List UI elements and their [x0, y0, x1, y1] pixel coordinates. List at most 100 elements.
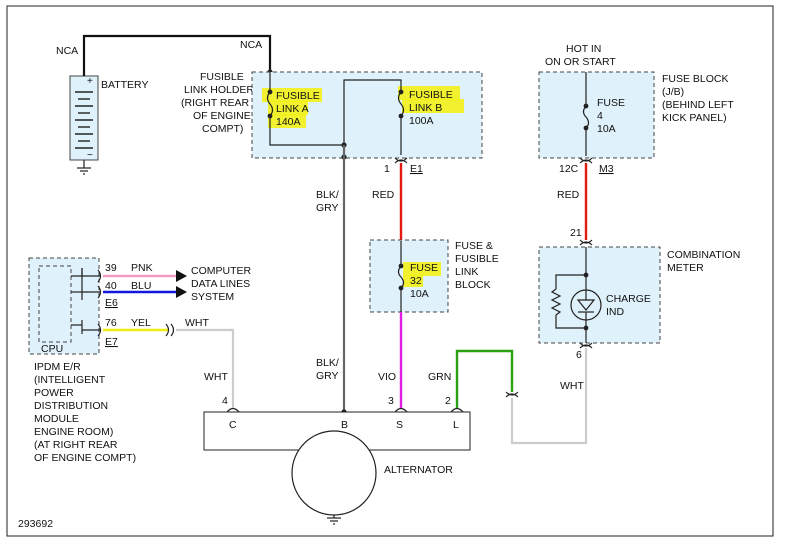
ffb-label-3: LINK: [455, 266, 478, 278]
blu-label: BLU: [131, 280, 151, 292]
ipdm-label-6: ENGINE ROOM): [34, 426, 113, 438]
grn-wire: [455, 349, 514, 408]
meter-pin-21: 21: [570, 227, 582, 239]
fuse32-label-1: FUSE: [410, 262, 438, 274]
fuse-fusible-link-block: FUSE 32 10A FUSE & FUSIBLE LINK BLOCK: [369, 239, 499, 313]
fb-label-2: (J/B): [662, 86, 684, 98]
charge-label-1: CHARGE: [606, 293, 651, 305]
wht-wire-ipdm: [176, 328, 235, 408]
battery: + − BATTERY: [69, 75, 148, 175]
fuse4-label-2: 4: [597, 110, 603, 122]
hot-label-2: ON OR START: [545, 56, 616, 68]
charge-label-2: IND: [606, 306, 625, 318]
pnk-label: PNK: [131, 262, 153, 274]
terminal-s: S: [396, 419, 403, 431]
ffb-label-4: BLOCK: [455, 279, 491, 291]
link-b-label-1: FUSIBLE: [409, 89, 453, 101]
fuse4-label-3: 10A: [597, 123, 616, 135]
wht-wire-meter: [510, 348, 588, 445]
alternator-icon: [291, 430, 377, 516]
nca-label-left: NCA: [56, 45, 78, 57]
wht-label-1: WHT: [185, 317, 209, 329]
fuse4-label-1: FUSE: [597, 97, 625, 109]
blk-gry-label-2: GRY: [316, 202, 339, 214]
system-label-3: SYSTEM: [191, 291, 234, 303]
fuse-block-box: [538, 71, 655, 159]
link-a-label-1: FUSIBLE: [276, 90, 320, 102]
pin-39: 39: [105, 262, 117, 274]
yel-label: YEL: [131, 317, 151, 329]
meter-pin-6: 6: [576, 349, 582, 361]
wht-label-2: WHT: [204, 371, 228, 383]
alt-pin-4: 4: [222, 395, 228, 407]
fuse32-label-2: 32: [410, 275, 422, 287]
fuse-32-icon: [397, 265, 405, 289]
connector-m3-icon: [579, 157, 593, 162]
svg-text:−: −: [87, 150, 93, 161]
alternator: 4 3 2 C B S L ALTERNATOR: [203, 395, 471, 525]
fusible-link-b-icon: [397, 91, 405, 117]
diagram-frame: [6, 5, 774, 537]
alt-pin-2: 2: [445, 395, 451, 407]
hot-label-1: HOT IN: [566, 43, 601, 55]
fusible-link-a-icon: [266, 91, 274, 117]
ffb-label-1: FUSE &: [455, 240, 493, 252]
vio-label: VIO: [378, 371, 396, 383]
ipdm-label-2: (INTELLIGENT: [34, 374, 106, 386]
link-b-label-3: 100A: [409, 115, 434, 127]
link-a-label-3: 140A: [276, 116, 301, 128]
arrow-blu-icon: [176, 286, 187, 298]
connector-e6-icon: [97, 269, 102, 283]
meter-label-2: METER: [667, 262, 704, 274]
terminal-l: L: [453, 419, 459, 431]
blk-gry-label-4: GRY: [316, 370, 339, 382]
ipdm-er: CPU IPDM E/R (INTELLIGENT POWER DISTRIBU…: [28, 257, 136, 464]
e1-connector: E1: [410, 163, 423, 175]
red-label-2: RED: [557, 189, 580, 201]
fuse-block-jb: HOT IN ON OR START FUSE 4 10A FUSE BLOCK…: [538, 43, 734, 175]
nca-wire: [82, 34, 272, 76]
flh-label-1: FUSIBLE: [200, 71, 244, 83]
e7-connector: E7: [105, 336, 118, 348]
grn-label: GRN: [428, 371, 451, 383]
m3-connector: M3: [599, 163, 614, 175]
link-b-label-2: LINK B: [409, 102, 442, 114]
ipdm-label-5: MODULE: [34, 413, 79, 425]
fb-label-4: KICK PANEL): [662, 112, 727, 124]
ipdm-label-8: OF ENGINE COMPT): [34, 452, 136, 464]
fusible-link-holder: FUSIBLE LINK HOLDER (RIGHT REAR OF ENGIN…: [181, 71, 483, 175]
blk-gry-label-3: BLK/: [316, 357, 339, 369]
ffb-label-2: FUSIBLE: [455, 253, 499, 265]
cpu-box: [38, 265, 72, 343]
m3-pin: 12C: [559, 163, 579, 175]
blk-gry-label-1: BLK/: [316, 189, 339, 201]
flh-label-3: (RIGHT REAR: [181, 97, 249, 109]
alt-pin-3: 3: [388, 395, 394, 407]
flh-label-2: LINK HOLDER: [184, 84, 254, 96]
fb-label-1: FUSE BLOCK: [662, 73, 729, 85]
alternator-label: ALTERNATOR: [384, 464, 453, 476]
fb-label-3: (BEHIND LEFT: [662, 99, 734, 111]
cpu-label: CPU: [41, 343, 63, 355]
wht-label-meter: WHT: [560, 380, 584, 392]
pin-40: 40: [105, 280, 117, 292]
pin-76: 76: [105, 317, 117, 329]
flh-label-4: OF ENGINE: [193, 110, 251, 122]
meter-label-1: COMBINATION: [667, 249, 740, 261]
nca-label-right: NCA: [240, 39, 262, 51]
ipdm-label-3: POWER: [34, 387, 74, 399]
resistor-icon: [550, 288, 562, 316]
link-a-label-2: LINK A: [276, 103, 309, 115]
e1-pin: 1: [384, 163, 390, 175]
terminal-b: B: [341, 419, 348, 431]
battery-label: BATTERY: [101, 79, 148, 91]
combination-meter: CHARGE IND COMBINATION METER: [538, 246, 740, 344]
connector-e1-icon: [394, 157, 408, 162]
fuse-4-icon: [582, 105, 590, 129]
arrow-pnk-icon: [176, 270, 187, 282]
system-label-2: DATA LINES: [191, 278, 250, 290]
e6-connector: E6: [105, 297, 118, 309]
red-label-1: RED: [372, 189, 395, 201]
ipdm-label-4: DISTRIBUTION: [34, 400, 108, 412]
